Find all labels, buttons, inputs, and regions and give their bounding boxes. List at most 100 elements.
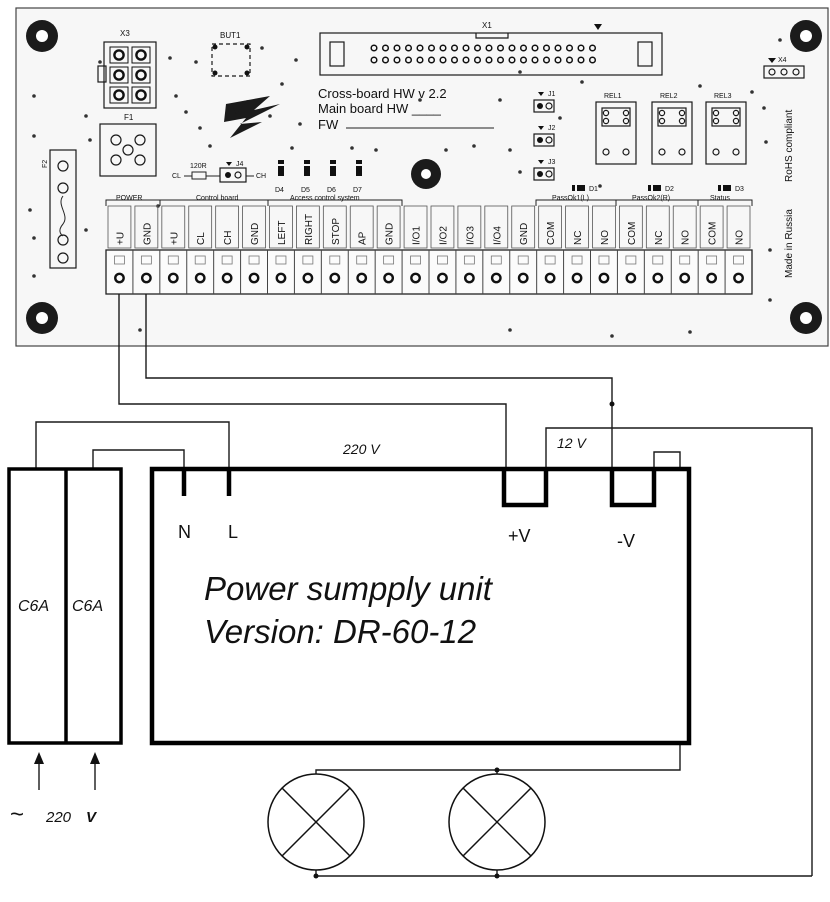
terminal: COM xyxy=(538,205,562,284)
led-d7-label: D7 xyxy=(353,187,362,194)
terminal-label: GND xyxy=(142,223,153,245)
pin1-marker-icon xyxy=(594,24,602,30)
terminal: NC xyxy=(645,205,670,284)
terminal-label: NO xyxy=(681,230,692,245)
terminal: I/O2 xyxy=(430,205,455,284)
terminal-label: AP xyxy=(358,231,369,245)
terminal-label: +U xyxy=(169,232,180,245)
led-d6: D6 xyxy=(327,160,336,194)
terminal-label: GND xyxy=(519,223,530,245)
arrow-up-icon xyxy=(90,752,100,764)
terminal: LEFT xyxy=(269,205,293,284)
terminal-label: RIGHT xyxy=(304,214,315,245)
relay-rel1: REL1 xyxy=(595,93,637,165)
terminal-label: I/O4 xyxy=(492,226,503,245)
terminal-groups: POWER Control board Access control syste… xyxy=(105,195,753,206)
lamp-icon xyxy=(448,773,546,871)
jumper-j1: J1 xyxy=(533,91,556,113)
terminal: COM xyxy=(699,205,724,284)
jumper-j4: J4 CH xyxy=(219,161,266,183)
psu-terminal-negative: -V xyxy=(617,531,635,551)
terminal: GND xyxy=(511,205,536,284)
connector-x1: X1 xyxy=(319,21,663,76)
terminal: I/O4 xyxy=(484,205,509,284)
group-access-control: Access control system xyxy=(290,195,360,202)
terminal: GND xyxy=(376,205,401,284)
mounting-hole-top-right xyxy=(790,20,822,52)
wire-n xyxy=(92,449,185,469)
connector-x4: X4 xyxy=(763,57,805,79)
mounting-hole-bottom-right xyxy=(790,302,822,334)
lamps xyxy=(267,773,546,871)
jumper-j2: J2 xyxy=(533,125,556,147)
jumper-j3: J3 xyxy=(533,159,556,181)
terminal: +U xyxy=(161,205,186,284)
terminal-label: CH xyxy=(223,231,234,245)
cl-pin-label: CL xyxy=(172,173,181,180)
breaker-2-label: C6A xyxy=(72,598,103,615)
ac-symbol: ~ xyxy=(10,801,24,828)
lamp-icon xyxy=(267,773,365,871)
fuse-f2: F2 xyxy=(42,149,77,269)
terminal-label: I/O1 xyxy=(412,226,423,245)
led-d7: D7 xyxy=(353,160,362,194)
psu-terminal-n: N xyxy=(178,522,191,542)
wire-lamp-return xyxy=(315,854,812,877)
board-vias xyxy=(28,38,782,338)
power-supply-unit: N L +V -V 220 V 12 V Power sumpply unit … xyxy=(149,435,692,746)
terminal-label: +U xyxy=(115,232,126,245)
rel3-label: REL3 xyxy=(714,93,732,100)
j3-label: J3 xyxy=(548,159,556,166)
rel1-label: REL1 xyxy=(604,93,622,100)
terminal-label: COM xyxy=(708,222,719,245)
psu-terminal-positive: +V xyxy=(508,526,531,546)
terminal: NO xyxy=(672,205,697,284)
terminal: COM xyxy=(619,205,643,284)
rel2-label: REL2 xyxy=(660,93,678,100)
group-power: POWER xyxy=(116,195,142,202)
f2-label: F2 xyxy=(42,160,49,168)
terminal-label: STOP xyxy=(331,218,342,245)
relay-rel2: REL2 xyxy=(651,93,693,165)
breaker-1-label: C6A xyxy=(18,598,49,615)
brand-logo xyxy=(224,96,280,138)
terminal-label: LEFT xyxy=(277,221,288,245)
terminal: CL xyxy=(188,205,213,284)
made-in-russia-text: Made in Russia xyxy=(784,209,795,278)
j4-label: J4 xyxy=(236,161,244,168)
led-d4: D4 xyxy=(275,160,284,194)
connector-x3: X3 xyxy=(97,29,157,109)
j1-label: J1 xyxy=(548,91,556,98)
terminal-label: GND xyxy=(250,223,261,245)
status-led-d1: D1 xyxy=(572,185,598,193)
x4-label: X4 xyxy=(778,57,787,64)
group-control-board: Control board xyxy=(196,195,239,202)
board-info-line3: FW xyxy=(318,117,339,132)
terminal: +U xyxy=(107,205,132,284)
psu-version: Version: DR-60-12 xyxy=(204,613,476,650)
ch-pin-label: CH xyxy=(256,173,266,180)
status-led-d2: D2 xyxy=(648,185,674,193)
terminal-label: COM xyxy=(546,222,557,245)
terminal-label: NO xyxy=(735,230,746,245)
status-led-d1-label: D1 xyxy=(589,186,598,193)
mounting-hole-bottom-left xyxy=(26,302,58,334)
board-info-line1: Cross-board HW v 2.2 xyxy=(318,86,447,101)
terminal-label: CL xyxy=(196,232,207,245)
terminal: STOP xyxy=(322,205,347,284)
led-d5-label: D5 xyxy=(301,187,310,194)
terminal: I/O1 xyxy=(403,205,428,284)
status-led-d3-label: D3 xyxy=(735,186,744,193)
wire-12v-positive xyxy=(545,427,813,876)
psu-title: Power sumpply unit xyxy=(204,570,494,607)
terminal-label: I/O2 xyxy=(438,226,449,245)
wire-gnd xyxy=(145,294,613,469)
terminal: RIGHT xyxy=(296,205,320,284)
wire-plus-u xyxy=(118,294,507,469)
terminal-label: NC xyxy=(654,231,665,245)
terminal-label: GND xyxy=(385,223,396,245)
x3-label: X3 xyxy=(120,29,130,38)
x3-pins xyxy=(109,46,151,104)
led-d6-label: D6 xyxy=(327,187,336,194)
